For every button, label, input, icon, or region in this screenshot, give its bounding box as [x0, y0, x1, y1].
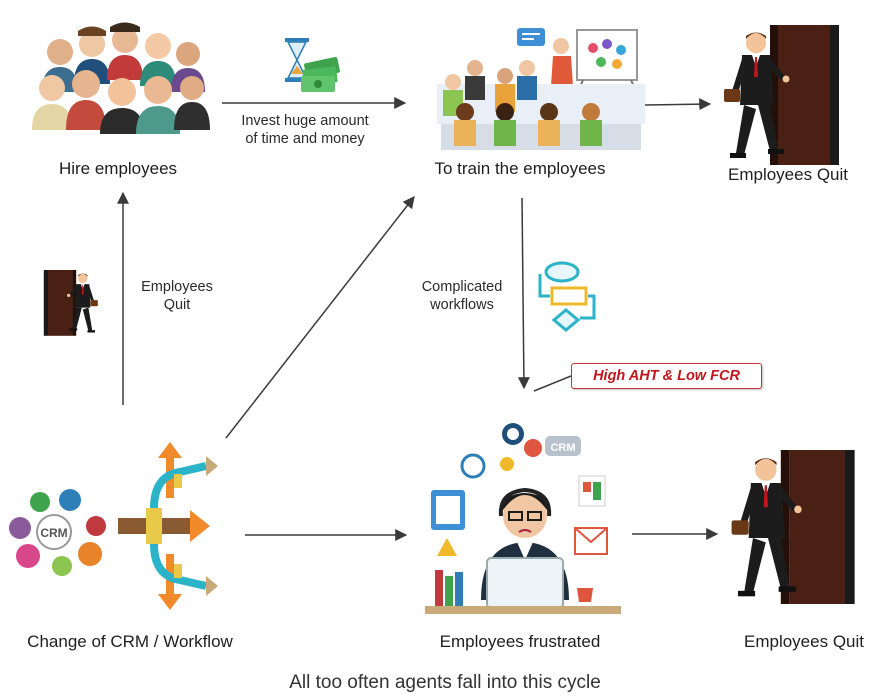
- node-employees-frustrated: Employees frustrated: [439, 632, 601, 651]
- crm-badge-text: CRM: [550, 442, 575, 454]
- edge-label-employees-quit: Employees Quit: [126, 278, 228, 314]
- edge-label-invest-line1: Invest huge amount: [241, 113, 369, 129]
- node-employees-quit-top: Employees Quit: [728, 165, 848, 184]
- edge-label-complicated-workflows: Complicated workflows: [404, 278, 520, 314]
- edge-label-quit-line1: Employees: [141, 279, 213, 295]
- edge-label-invest: Invest huge amount of time and money: [222, 112, 388, 148]
- callout-high-aht-low-fcr: High AHT & Low FCR: [571, 363, 762, 389]
- arrows: [117, 97, 719, 541]
- frustrated-agent-icon: CRM: [425, 423, 621, 614]
- diagram-caption: All too often agents fall into this cycl…: [289, 672, 601, 693]
- arrow-change-to-train: [225, 196, 415, 439]
- edge-label-complicated-line2: workflows: [430, 297, 494, 313]
- edge-label-complicated-line1: Complicated: [421, 279, 503, 295]
- edge-label-quit-line2: Quit: [163, 297, 191, 313]
- arrow-train-to-frustrated: [517, 197, 530, 390]
- callout-pointer: [533, 375, 572, 392]
- workflow-chart-icon: [538, 261, 596, 332]
- crm-gear-text: CRM: [40, 526, 67, 540]
- node-employees-quit-bottom: Employees Quit: [744, 632, 864, 651]
- callout-text: High AHT & Low FCR: [593, 368, 740, 384]
- multi-direction-arrows-icon: [118, 442, 218, 610]
- node-change-crm-workflow: Change of CRM / Workflow: [27, 632, 233, 651]
- training-classroom-icon: [437, 28, 645, 150]
- hourglass-money-icon: [285, 38, 340, 92]
- edge-label-invest-line2: of time and money: [245, 131, 365, 147]
- crm-gears-icon: CRM: [9, 489, 106, 576]
- node-train-employees: To train the employees: [434, 159, 606, 178]
- arrow-train-to-quit: [644, 98, 712, 111]
- businessman-exit-door-icon-bottom: [731, 450, 855, 604]
- businessman-exit-door-icon-small: [43, 270, 98, 336]
- node-hire-employees: Hire employees: [58, 159, 178, 178]
- team-group-icon: [32, 22, 210, 134]
- businessman-exit-door-icon-top: [724, 25, 839, 165]
